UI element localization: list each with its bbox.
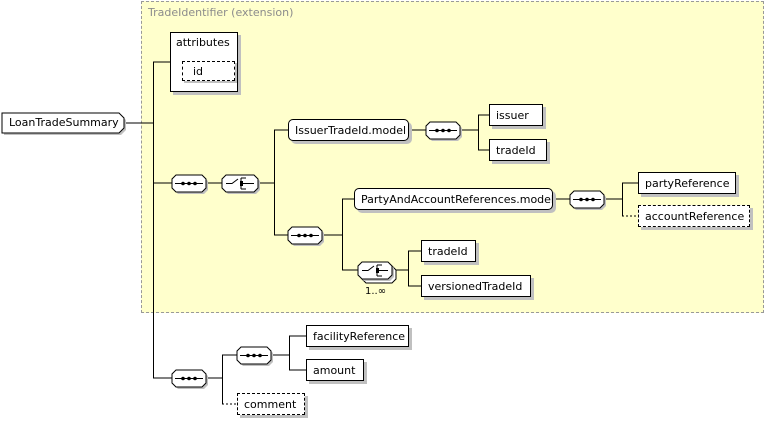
- element-issuer[interactable]: issuer: [489, 104, 543, 126]
- sequence-compositor-issuer: [425, 121, 462, 141]
- element-accountreference[interactable]: accountReference: [638, 205, 750, 227]
- group-issuertradeid-model[interactable]: IssuerTradeId.model: [288, 119, 409, 141]
- choice-compositor-1: [221, 174, 260, 194]
- element-comment[interactable]: comment: [237, 393, 305, 415]
- element-versionedtradeid[interactable]: versionedTradeId: [421, 275, 531, 297]
- attributes-box[interactable]: attributes id: [170, 32, 238, 92]
- choice-compositor-2: [357, 261, 397, 284]
- element-facilityreference[interactable]: facilityReference: [306, 325, 409, 347]
- root-element-loantradesummary[interactable]: LoanTradeSummary: [1, 112, 124, 134]
- sequence-compositor-inner: [236, 346, 273, 366]
- element-amount[interactable]: amount: [306, 359, 364, 381]
- extension-title: TradeIdentifier (extension): [148, 6, 294, 19]
- root-element-label: LoanTradeSummary: [9, 116, 119, 129]
- group-partyandaccountreferences-model[interactable]: PartyAndAccountReferences.model: [354, 188, 554, 210]
- sequence-compositor-party: [569, 190, 606, 210]
- sequence-compositor-1: [171, 174, 208, 194]
- element-partyreference[interactable]: partyReference: [638, 172, 736, 194]
- element-tradeid-choice[interactable]: tradeId: [421, 240, 476, 262]
- sequence-compositor-bottom: [171, 369, 208, 389]
- occurrence-label: 1..∞: [365, 286, 387, 297]
- sequence-compositor-3: [287, 226, 324, 246]
- element-tradeid-issuer[interactable]: tradeId: [489, 139, 547, 161]
- attributes-label: attributes: [176, 36, 230, 49]
- attribute-id[interactable]: id: [182, 61, 235, 81]
